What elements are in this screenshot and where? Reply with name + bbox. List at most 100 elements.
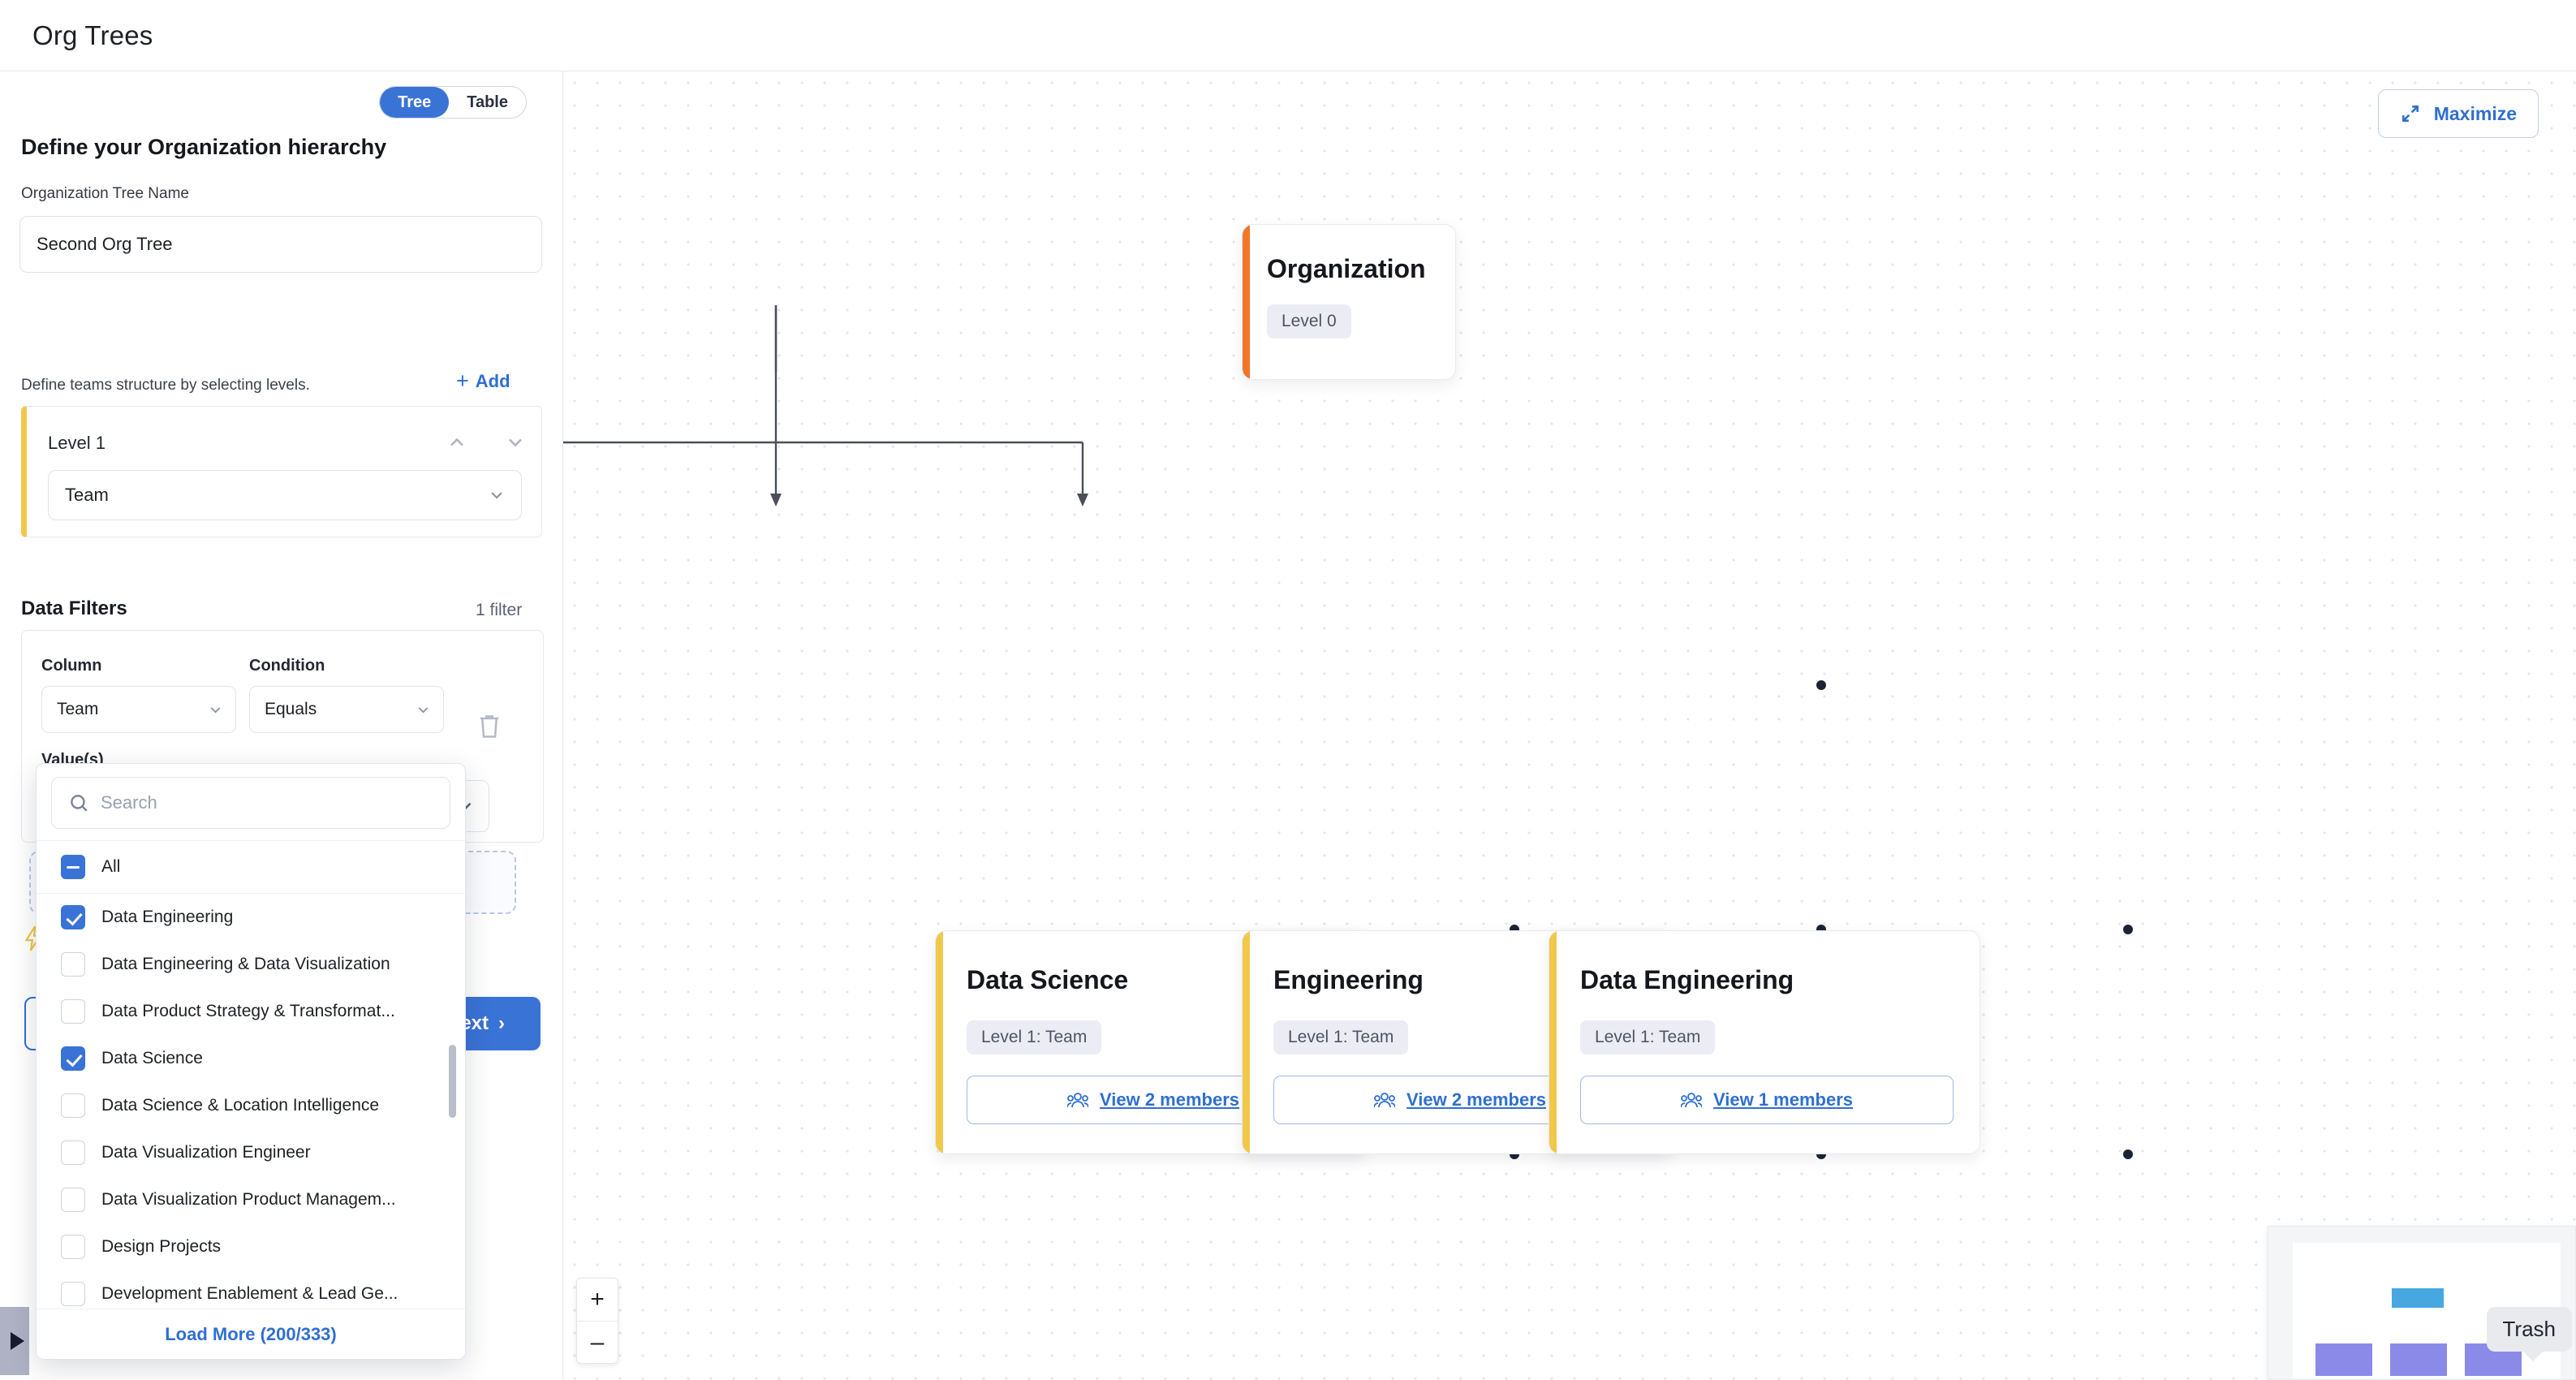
- plus-icon: +: [456, 369, 469, 393]
- lightning-icon: [23, 925, 44, 951]
- options-list[interactable]: Data Engineering Data Engineering & Data…: [37, 894, 465, 1309]
- list-item[interactable]: Data Engineering: [37, 894, 465, 941]
- node-title: Organization: [1267, 254, 1426, 283]
- node-level-badge: Level 1: Team: [1273, 1020, 1409, 1054]
- maximize-button[interactable]: Maximize: [2377, 89, 2539, 138]
- checkbox-icon[interactable]: [61, 905, 85, 929]
- filter-condition-value: Equals: [265, 700, 317, 718]
- node-handle-dot[interactable]: [1816, 680, 1826, 690]
- search-icon: [71, 795, 88, 812]
- tab-table[interactable]: Table: [467, 93, 508, 111]
- list-item[interactable]: Data Engineering & Data Visualization: [37, 941, 465, 988]
- option-label: Data Visualization Product Managem...: [101, 1190, 396, 1209]
- filter-column-select[interactable]: Team: [41, 686, 236, 733]
- zoom-controls[interactable]: + –: [576, 1278, 618, 1364]
- view-members-label: View 2 members: [1099, 1089, 1240, 1110]
- members-icon: [1680, 1093, 1702, 1108]
- checkbox-icon[interactable]: [61, 1235, 85, 1259]
- option-all[interactable]: All: [37, 840, 465, 894]
- chevron-down-icon: [210, 706, 221, 713]
- checkbox-icon[interactable]: [61, 952, 85, 977]
- node-title: Data Science: [967, 965, 1129, 994]
- node-accent-bar: [1549, 931, 1557, 1154]
- level-card: Level 1 Team: [21, 406, 542, 537]
- view-toggle[interactable]: Tree Table: [379, 86, 527, 119]
- minimap-node-child: [2390, 1343, 2447, 1376]
- add-level-button[interactable]: + Add: [456, 370, 510, 392]
- filter-condition-select[interactable]: Equals: [249, 686, 444, 733]
- minimap-node-root: [2392, 1288, 2444, 1308]
- trash-tooltip: Trash: [2486, 1307, 2572, 1361]
- filter-column-label: Column: [41, 657, 102, 675]
- checkbox-indeterminate-icon[interactable]: [61, 855, 85, 879]
- tree-connectors: [563, 305, 1088, 507]
- option-label: Data Visualization Engineer: [101, 1143, 311, 1162]
- option-label: Design Projects: [101, 1237, 222, 1256]
- chevron-up-icon[interactable]: [446, 431, 468, 454]
- chevron-right-icon: ›: [498, 1012, 506, 1034]
- sidebar-collapse-toggle[interactable]: [0, 1307, 29, 1375]
- option-label: Data Science & Location Intelligence: [101, 1096, 380, 1115]
- values-multiselect-popup: All Data Engineering Data Engineering & …: [36, 763, 466, 1360]
- option-all-label: All: [101, 857, 121, 876]
- data-filters-heading: Data Filters: [21, 597, 127, 619]
- org-name-input[interactable]: [19, 216, 542, 273]
- hierarchy-heading: Define your Organization hierarchy: [21, 135, 387, 159]
- node-handle-dot[interactable]: [2123, 1149, 2133, 1159]
- checkbox-icon[interactable]: [61, 999, 85, 1024]
- org-node-data-engineering[interactable]: Data Engineering Level 1: Team View 1 me…: [1549, 930, 1980, 1154]
- load-more-button[interactable]: Load More (200/333): [37, 1309, 465, 1359]
- filter-condition-label: Condition: [249, 657, 325, 675]
- level-column-value: Team: [65, 485, 109, 505]
- filter-column-value: Team: [57, 700, 99, 718]
- chevron-down-icon: [418, 706, 429, 713]
- popup-search-wrap: [37, 764, 465, 840]
- checkbox-icon[interactable]: [61, 1141, 85, 1165]
- view-members-button[interactable]: View 1 members: [1580, 1076, 1954, 1124]
- filters-count: 1 filter: [476, 601, 523, 619]
- list-item[interactable]: Design Projects: [37, 1223, 465, 1270]
- org-name-label: Organization Tree Name: [21, 185, 189, 202]
- list-item[interactable]: Development Enablement & Lead Ge...: [37, 1270, 465, 1309]
- minimap[interactable]: Trash: [2268, 1226, 2576, 1380]
- list-item[interactable]: Data Product Strategy & Transformat...: [37, 988, 465, 1035]
- list-item[interactable]: Data Visualization Product Managem...: [37, 1176, 465, 1223]
- node-handle-dot[interactable]: [2123, 925, 2133, 934]
- search-input[interactable]: [101, 792, 450, 813]
- option-label: Development Enablement & Lead Ge...: [101, 1284, 398, 1303]
- view-members-label: View 2 members: [1406, 1089, 1547, 1110]
- list-item[interactable]: Data Science: [37, 1035, 465, 1082]
- members-icon: [1066, 1093, 1088, 1108]
- add-level-label: Add: [475, 370, 510, 391]
- checkbox-icon[interactable]: [61, 1093, 85, 1118]
- checkbox-icon[interactable]: [61, 1188, 85, 1212]
- org-chart-canvas[interactable]: Maximize Organization Level 0 Data Scien…: [563, 71, 2576, 1380]
- option-label: Data Engineering & Data Visualization: [101, 955, 390, 973]
- search-field[interactable]: [51, 777, 450, 829]
- node-accent-bar: [1243, 225, 1250, 379]
- delete-filter-icon[interactable]: [477, 713, 502, 740]
- node-level-badge: Level 1: Team: [1580, 1020, 1716, 1054]
- chevron-down-icon: [491, 492, 502, 499]
- triangle-right-icon: [11, 1332, 24, 1350]
- maximize-icon: [2402, 106, 2419, 122]
- minimap-node-child: [2315, 1343, 2372, 1376]
- node-title: Engineering: [1273, 965, 1424, 994]
- level-name: Level 1: [48, 433, 106, 453]
- zoom-out-button[interactable]: –: [577, 1321, 618, 1363]
- option-label: Data Product Strategy & Transformat...: [101, 1002, 395, 1020]
- tab-tree[interactable]: Tree: [380, 87, 450, 118]
- org-node-root[interactable]: Organization Level 0: [1242, 224, 1456, 380]
- checkbox-icon[interactable]: [61, 1282, 85, 1306]
- checkbox-icon[interactable]: [61, 1046, 85, 1071]
- options-scrollbar[interactable]: [449, 1045, 456, 1118]
- level-column-select[interactable]: Team: [48, 470, 522, 520]
- minimap-viewport: [2293, 1243, 2561, 1379]
- chevron-down-icon[interactable]: [504, 431, 527, 454]
- list-item[interactable]: Data Visualization Engineer: [37, 1129, 465, 1176]
- zoom-in-button[interactable]: +: [590, 1286, 605, 1313]
- list-item[interactable]: Data Science & Location Intelligence: [37, 1082, 465, 1129]
- view-members-label: View 1 members: [1712, 1089, 1854, 1110]
- node-title: Data Engineering: [1580, 965, 1794, 994]
